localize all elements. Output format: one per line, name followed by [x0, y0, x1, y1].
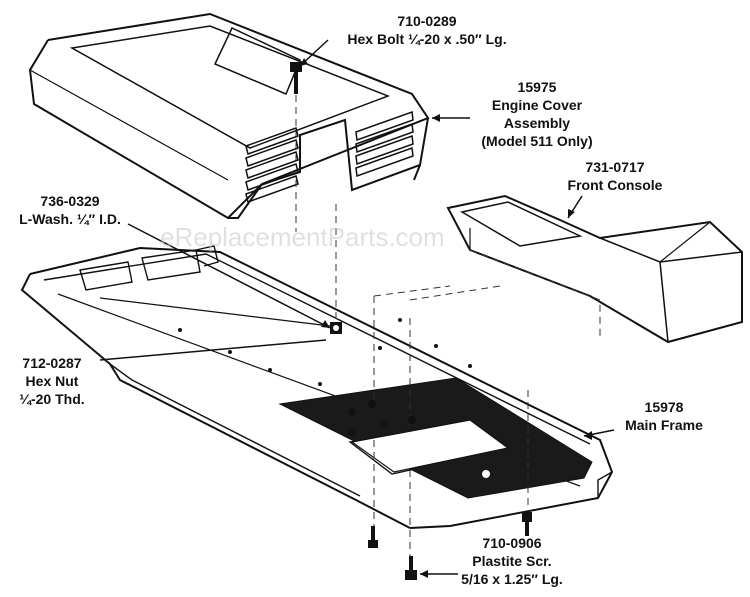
watermark: eReplacementParts.com: [160, 222, 445, 252]
plastite-screw-right: [522, 512, 532, 536]
part-description: 5/16 x 1.25″ Lg.: [461, 571, 563, 587]
part-description: ¼-20 Thd.: [19, 391, 84, 407]
part-description: Main Frame: [625, 417, 703, 433]
part-description: Assembly: [504, 115, 570, 131]
part-description: Hex Nut: [26, 373, 79, 389]
label-front-console: 731-0717 Front Console: [568, 159, 663, 193]
part-number: 736-0329: [40, 193, 99, 209]
front-console-drawing: [446, 194, 743, 344]
hex-bolt-drawing: [290, 62, 302, 94]
part-description: L-Wash. ¼″ I.D.: [19, 211, 121, 227]
assembly-lines: [295, 95, 601, 556]
part-number: 731-0717: [585, 159, 644, 175]
hex-nut-drawing: [330, 322, 342, 334]
label-lock-washer: 736-0329 L-Wash. ¼″ I.D.: [19, 193, 121, 227]
part-description: Hex Bolt ¼-20 x .50″ Lg.: [347, 31, 506, 47]
part-number: 712-0287: [22, 355, 81, 371]
plastite-screw-left: [368, 526, 378, 548]
mounting-holes: [178, 318, 472, 436]
part-description: Plastite Scr.: [472, 553, 551, 569]
part-number: 15975: [518, 79, 557, 95]
part-number: 15978: [645, 399, 684, 415]
label-plastite-screw: 710-0906 Plastite Scr. 5/16 x 1.25″ Lg.: [461, 535, 563, 587]
part-description: (Model 511 Only): [481, 133, 592, 149]
label-hex-bolt: 710-0289 Hex Bolt ¼-20 x .50″ Lg.: [347, 13, 506, 47]
main-frame-drawing: [20, 245, 614, 529]
leader-arrowheads: [300, 58, 592, 578]
part-description: Front Console: [568, 177, 663, 193]
plastite-screw-front: [405, 556, 417, 580]
label-engine-cover: 15975 Engine Cover Assembly (Model 511 O…: [481, 79, 592, 149]
part-description: Engine Cover: [492, 97, 583, 113]
floor-mat: [278, 377, 593, 499]
engine-cover-drawing: [28, 12, 430, 220]
part-number: 710-0906: [482, 535, 541, 551]
label-main-frame: 15978 Main Frame: [625, 399, 703, 433]
part-number: 710-0289: [397, 13, 456, 29]
label-hex-nut: 712-0287 Hex Nut ¼-20 Thd.: [19, 355, 84, 407]
